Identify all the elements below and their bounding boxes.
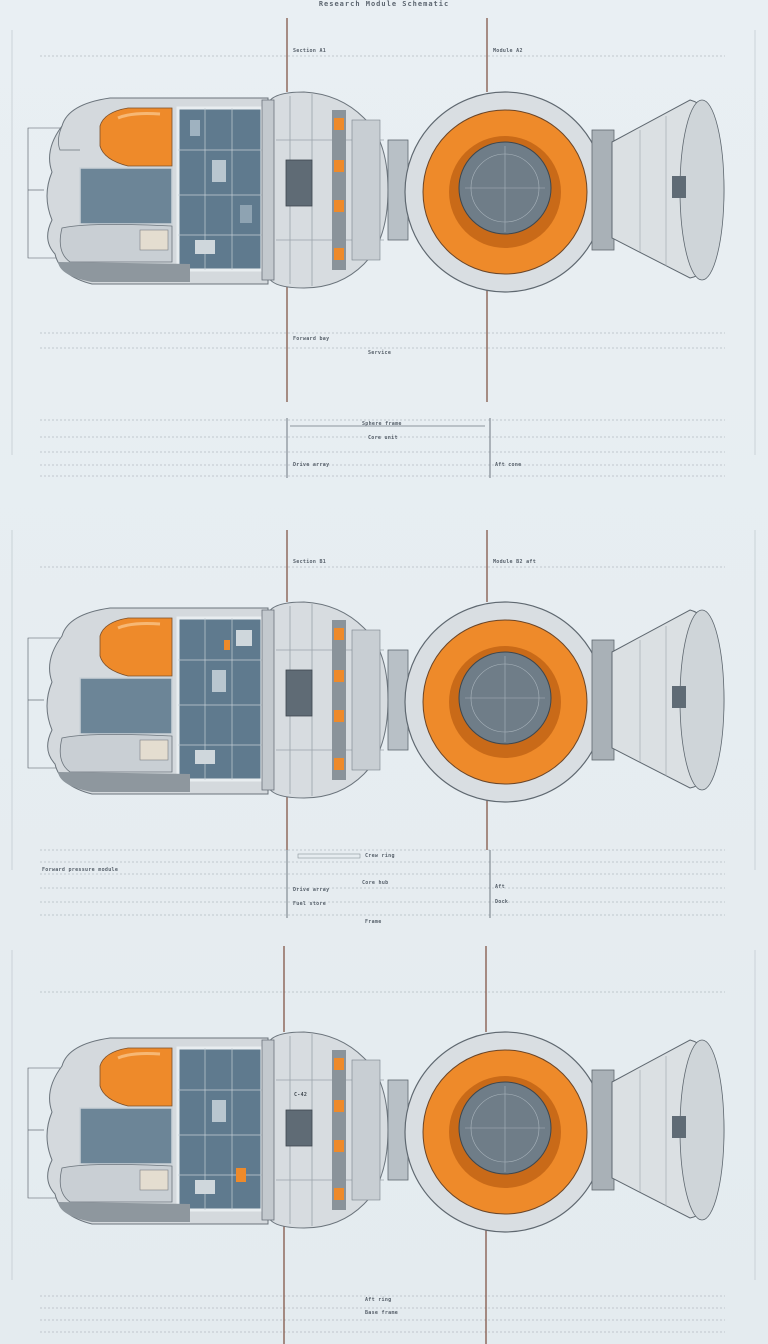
callout-b-bar: Crew ring xyxy=(365,853,395,859)
callout-b-top-left: Section B1 xyxy=(293,559,327,565)
station-drawing xyxy=(11,530,756,918)
callout-a-mid-left: Forward bay xyxy=(293,336,330,342)
callout-b-left-row: Forward pressure module xyxy=(42,867,119,873)
callout-a-mid-center: Service xyxy=(368,350,392,356)
callout-a-bar: Sphere frame xyxy=(362,421,402,427)
spacecraft xyxy=(46,91,725,293)
callout-a-bottom-center: Core unit xyxy=(368,435,398,441)
spacecraft xyxy=(46,1031,725,1233)
hull-marking: C-42 xyxy=(294,1092,308,1098)
callout-b-lower-right: Dock xyxy=(495,899,509,905)
callout-a-top-left: Section A1 xyxy=(293,48,327,54)
schematic-panel-b: Section B1 Module B2 aft Forward pressur… xyxy=(0,510,768,930)
callout-b-top-right: Module B2 aft xyxy=(493,559,537,565)
callout-b-lower-left: Fuel store xyxy=(293,901,327,907)
schematic-panel-a: Section A1 Module A2 Forward bay Service… xyxy=(0,0,768,500)
callout-b-mid-center: Core hub xyxy=(362,880,389,886)
spacecraft xyxy=(46,601,725,803)
callout-c-bottom-center: Aft ring xyxy=(365,1297,392,1303)
callout-c-bottom-label: Base frame xyxy=(365,1310,399,1316)
schematic-panel-c: C-42 Aft ring Base frame xyxy=(0,940,768,1344)
callout-b-mid-right: Aft xyxy=(495,884,505,890)
page-title: Research Module Schematic xyxy=(318,0,450,8)
station-drawing xyxy=(11,18,756,478)
callout-b-bottom-center: Frame xyxy=(365,919,382,925)
callout-a-top-right: Module A2 xyxy=(493,48,523,54)
callout-a-bottom-right: Aft cone xyxy=(495,462,522,468)
station-drawing xyxy=(11,946,756,1344)
callout-b-mid-left: Drive array xyxy=(293,887,330,893)
callout-a-bottom-left: Drive array xyxy=(293,462,330,468)
